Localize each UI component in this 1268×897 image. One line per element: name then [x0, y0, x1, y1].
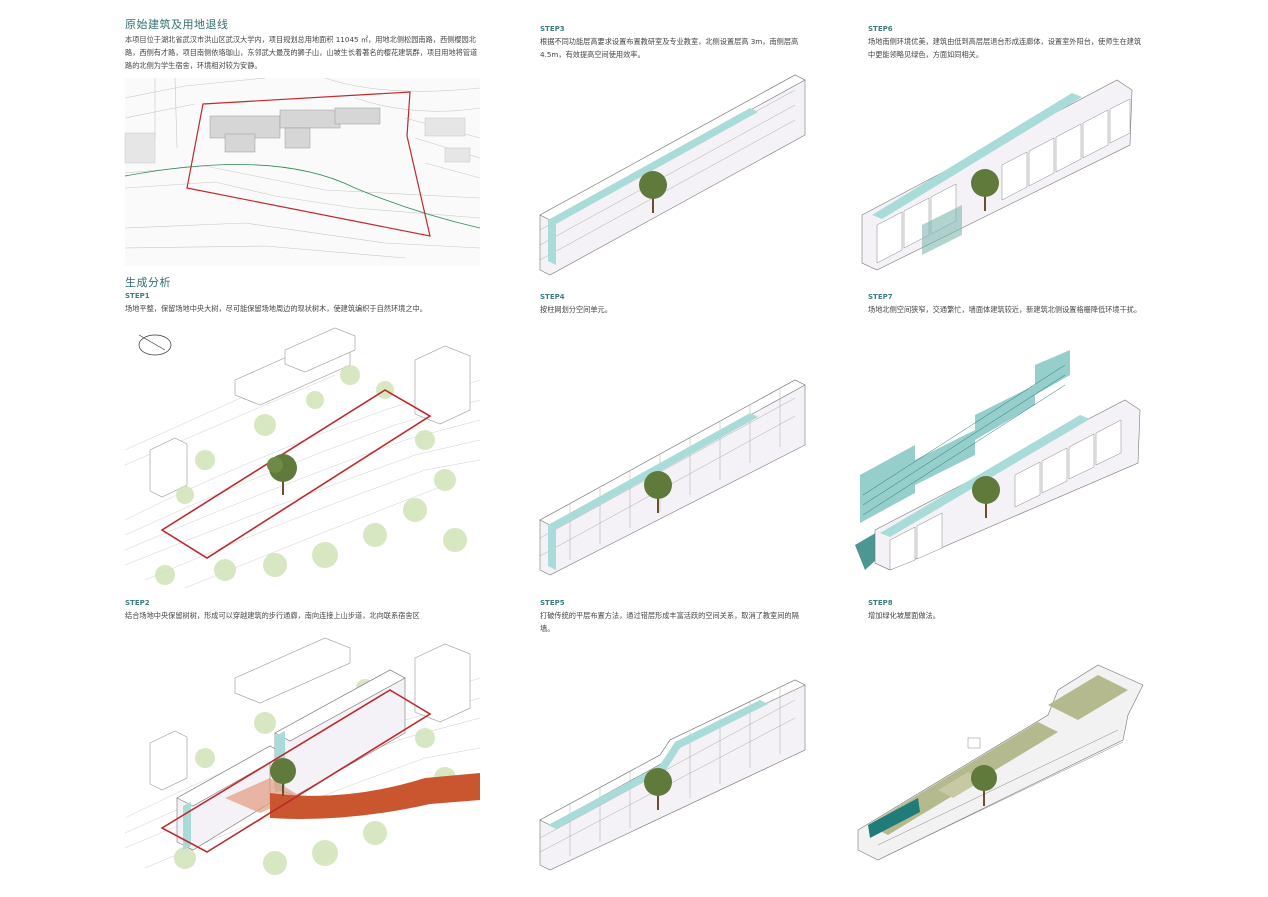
- site-plan: [124, 77, 481, 266]
- step5-diagram: [539, 679, 806, 871]
- step4-diagram: [539, 379, 806, 576]
- step6-desc: 场地南侧环境优美，建筑由低到高层层退台形成连廊体，设置室外阳台，使师生在建筑中更…: [868, 37, 1142, 59]
- step7-diagram: [855, 350, 1141, 571]
- step5-label: STEP5: [540, 599, 565, 607]
- step3-label: STEP3: [540, 25, 565, 33]
- step3-desc: 根据不同功能层高要求设置布置教研室及专业教室，北侧设置层高 3m，南侧层高 4.…: [540, 37, 799, 59]
- site-title: 原始建筑及用地退线: [125, 18, 229, 31]
- step2-label: STEP2: [125, 599, 150, 607]
- step5-desc: 打破传统的平层布置方法，通过错层形成丰富活跃的空间关系，取消了教室间的隔墙。: [540, 611, 799, 633]
- analysis-title: 生成分析: [125, 276, 171, 289]
- step8-label: STEP8: [868, 599, 893, 607]
- step3-diagram: [539, 74, 806, 276]
- step6-label: STEP6: [868, 25, 893, 33]
- step7-desc: 场地北侧空间狭窄，交通繁忙，墙面体建筑较近，新建筑北侧设置格栅降低环境干扰。: [868, 305, 1142, 314]
- step4-desc: 按柱网划分空间单元。: [540, 305, 612, 314]
- step2-diagram: [124, 637, 481, 875]
- step6-diagram: [861, 79, 1133, 271]
- step4-label: STEP4: [540, 293, 565, 301]
- step8-desc: 增加绿化坡屋面做法。: [868, 611, 940, 620]
- step1-diagram: [124, 327, 481, 589]
- step1-label: STEP1: [125, 292, 150, 300]
- step1-desc: 场地平整，保留场地中央大树，尽可能保留场地周边的现状树木，使建筑编织于自然环境之…: [125, 304, 427, 313]
- step7-label: STEP7: [868, 293, 893, 301]
- step8-diagram: [857, 664, 1144, 861]
- site-description: 本项目位于湖北省武汉市洪山区武汉大学内，项目规划总用地面积 11045 ㎡，用地…: [125, 35, 478, 70]
- step2-desc: 结合场地中央保留树树，形成可以穿越建筑的步行通廊，南向连接上山步道，北向联系宿舍…: [125, 611, 420, 620]
